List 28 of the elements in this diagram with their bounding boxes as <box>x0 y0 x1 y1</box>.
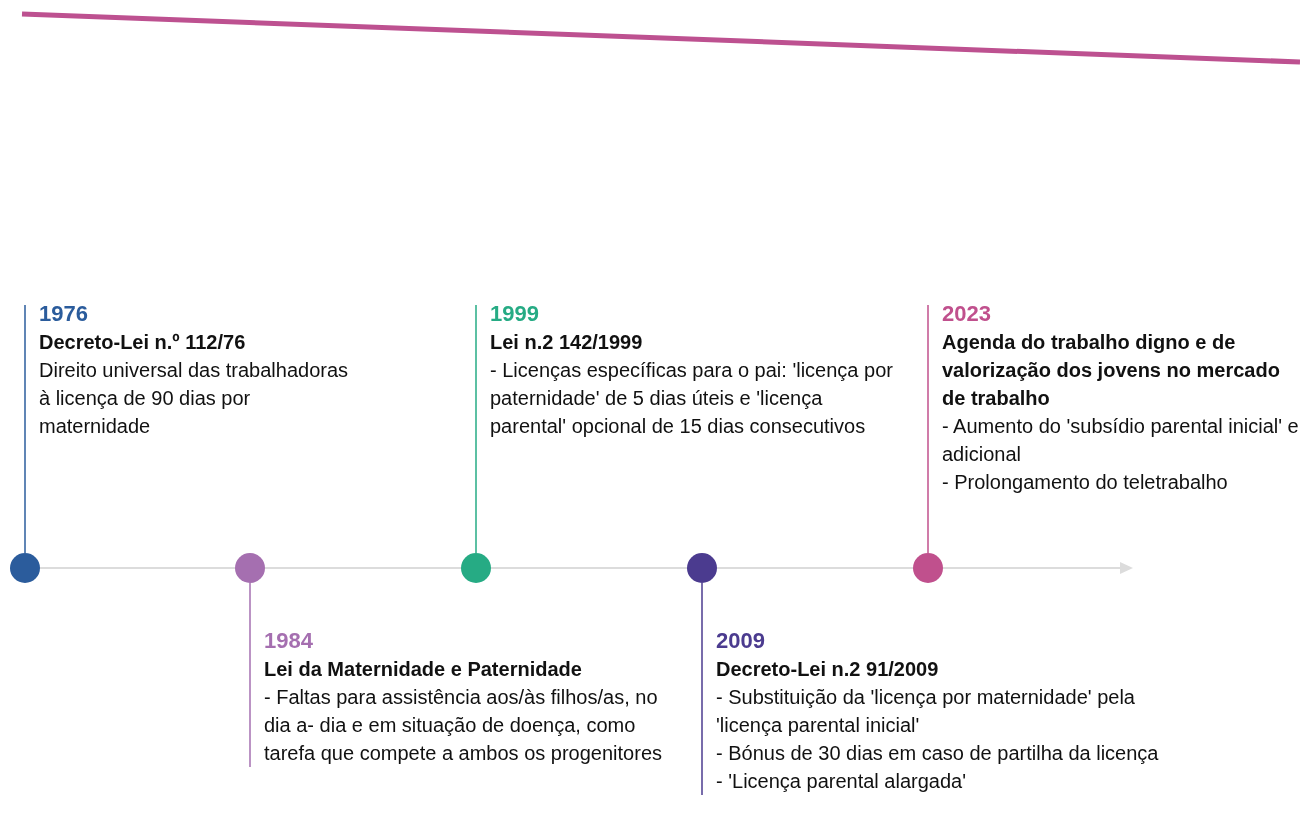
entry-text: - Licenças específicas para o pai: 'licença por paternidade' de 5 dias úteis e 'licença parental' opcional de 15 dias consecutivos <box>490 358 894 439</box>
entry-text: - Substituição da 'licença por maternidade' pela 'licença parental inicial' <box>716 685 1136 738</box>
year-label: 2009 <box>716 627 766 655</box>
entry-title: Decreto-Lei n.º 112/76 <box>39 330 247 355</box>
timeline-dot <box>235 553 265 583</box>
entry-text: - Prolongamento do teletrabalho <box>942 470 1229 495</box>
timeline-dot <box>687 553 717 583</box>
entry-title: Agenda do trabalho digno e de valorização dos jovens no mercado de trabalho <box>942 330 1281 411</box>
entry-text: - Aumento do 'subsídio parental inicial' e adicional <box>942 414 1299 467</box>
timeline-dot <box>461 553 491 583</box>
leader-line <box>927 304 929 554</box>
year-label: 1984 <box>264 627 314 655</box>
year-label: 2023 <box>942 300 992 328</box>
entry-title: Lei n.2 142/1999 <box>490 330 644 355</box>
entry-text: - Faltas para assistência aos/às filhos/as, no dia a- dia e em situação de doença, como tarefa que compete a ambos os progenitores <box>264 685 664 766</box>
entry-title: Lei da Maternidade e Paternidade <box>264 657 583 682</box>
leader-line <box>701 582 703 796</box>
leader-line <box>24 304 26 554</box>
leader-line <box>249 582 251 768</box>
timeline-dot <box>913 553 943 583</box>
entry-text: Direito universal das trabalhadoras à licença de 90 dias por maternidade <box>39 358 350 439</box>
year-label: 1976 <box>39 300 89 328</box>
year-label: 1999 <box>490 300 540 328</box>
entry-text: - Bónus de 30 dias em caso de partilha da licença <box>716 741 1160 766</box>
leader-line <box>475 304 477 554</box>
entry-text: - 'Licença parental alargada' <box>716 769 968 794</box>
timeline-dot <box>10 553 40 583</box>
entry-title: Decreto-Lei n.2 91/2009 <box>716 657 940 682</box>
